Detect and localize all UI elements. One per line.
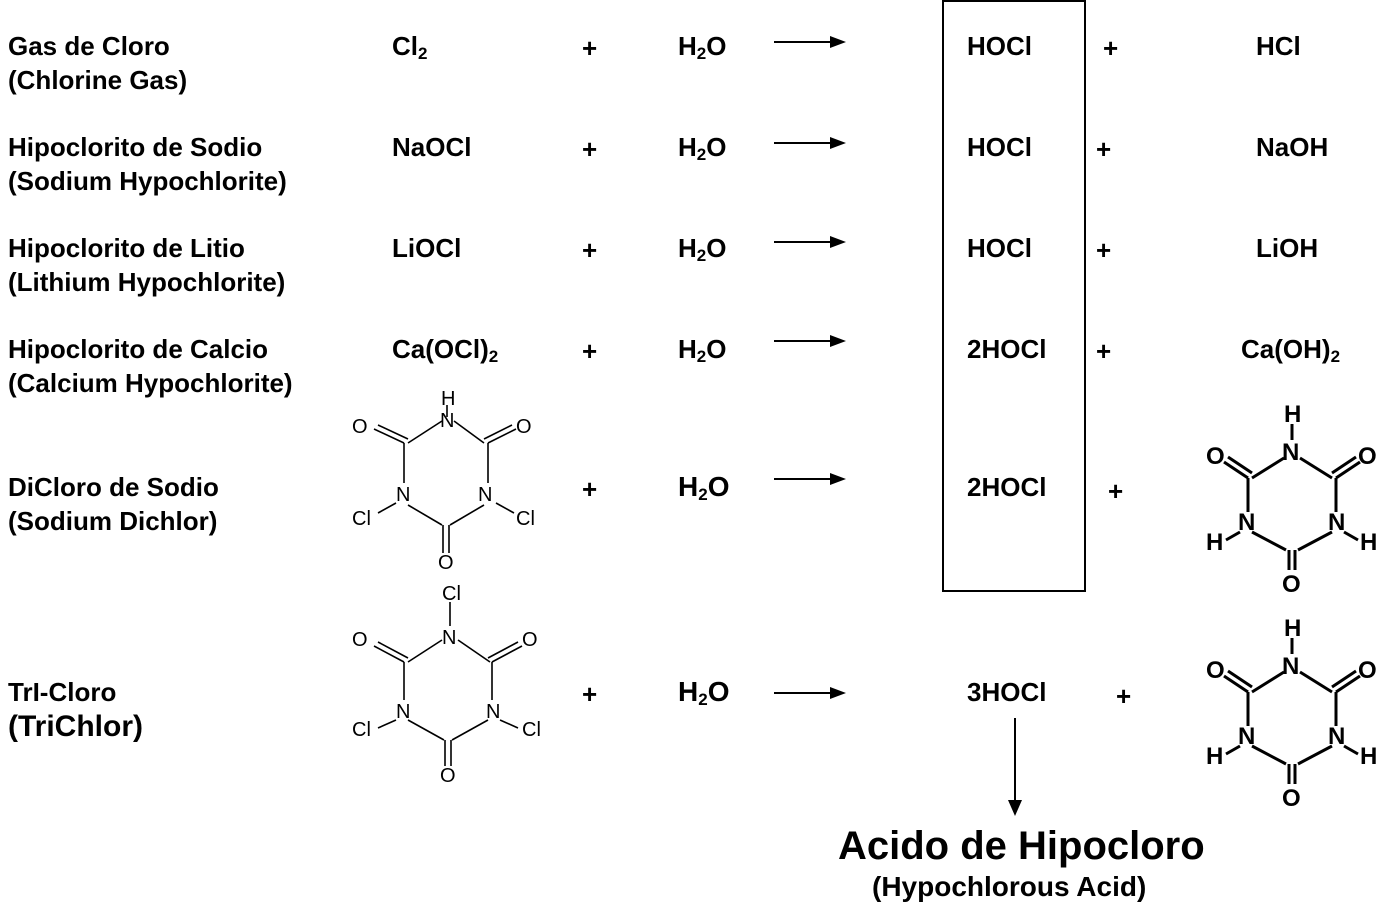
atom-o: O (352, 416, 368, 438)
atom-o: O (1206, 657, 1225, 684)
atom-h: H (1360, 529, 1377, 556)
reaction-5-name-en: (Sodium Dichlor) (8, 506, 218, 536)
atom-cl: Cl (352, 508, 371, 530)
cyanuric-acid-structure: H N O O N N H H O (1206, 401, 1377, 598)
reaction-3-name-en: (Lithium Hypochlorite) (8, 267, 286, 297)
reaction-3-product: HOCl (967, 233, 1032, 263)
water-formula: H2O (678, 676, 730, 709)
reaction-3-name-es: Hipoclorito de Litio (8, 233, 245, 263)
atom-n: N (486, 701, 500, 723)
atom-n: N (1328, 509, 1345, 536)
atom-n: N (1282, 653, 1299, 680)
reaction-4-byproduct: Ca(OH)2 (1241, 334, 1341, 366)
atom-o: O (1206, 443, 1225, 470)
atom-o: O (1282, 571, 1301, 598)
atom-n: N (1328, 723, 1345, 750)
reaction-4-name-es: Hipoclorito de Calcio (8, 334, 269, 364)
plus-sign: + (582, 235, 598, 265)
reaction-arrow-icon (774, 137, 846, 149)
reaction-5-product: 2HOCl (967, 472, 1047, 502)
atom-o: O (516, 416, 532, 438)
result-name-en: (Hypochlorous Acid) (872, 871, 1147, 902)
reaction-arrow-icon (774, 236, 846, 248)
water-formula: H2O (678, 132, 727, 164)
atom-h: H (441, 388, 455, 410)
plus-sign: + (1103, 33, 1119, 63)
atom-n: N (478, 484, 492, 506)
atom-o: O (440, 765, 456, 787)
atom-o: O (522, 629, 538, 651)
reaction-arrow-icon (774, 36, 846, 48)
reaction-4-reactant: Ca(OCl)2 (392, 334, 499, 366)
plus-sign: + (1116, 681, 1132, 711)
atom-o: O (1358, 443, 1377, 470)
reaction-3-reactant: LiOCl (392, 233, 462, 263)
atom-n: N (1238, 723, 1255, 750)
atom-n: N (396, 484, 410, 506)
atom-n: N (1282, 439, 1299, 466)
atom-h: H (1360, 743, 1377, 770)
reaction-arrow-icon (774, 687, 846, 699)
water-formula: H2O (678, 31, 727, 63)
reaction-4-name-en: (Calcium Hypochlorite) (8, 368, 293, 398)
water-formula: H2O (678, 334, 727, 366)
reaction-6-name-en: (TriChlor) (8, 710, 143, 743)
atom-o: O (1282, 785, 1301, 812)
reaction-6-product: 3HOCl (967, 677, 1047, 707)
plus-sign: + (1096, 235, 1112, 265)
reaction-1-byproduct: HCl (1256, 31, 1301, 61)
reaction-4-product: 2HOCl (967, 334, 1047, 364)
atom-cl: Cl (442, 583, 461, 605)
reaction-1-product: HOCl (967, 31, 1032, 61)
reaction-2-name-en: (Sodium Hypochlorite) (8, 166, 287, 196)
reaction-arrow-icon (774, 473, 846, 485)
water-formula: H2O (678, 233, 727, 265)
atom-cl: Cl (522, 719, 541, 741)
reaction-2-byproduct: NaOH (1256, 132, 1329, 162)
reaction-1-name-es: Gas de Cloro (8, 31, 170, 61)
reaction-1-reactant: Cl2 (392, 31, 428, 63)
reaction-1-name-en: (Chlorine Gas) (8, 65, 188, 95)
trichlor-structure: Cl N O O N N Cl Cl O (352, 583, 541, 787)
reaction-arrow-icon (774, 335, 846, 347)
atom-o: O (1358, 657, 1377, 684)
atom-h: H (1284, 615, 1301, 642)
cyanuric-acid-structure: H N O O N N H H O (1206, 615, 1377, 812)
down-arrow-icon (1008, 718, 1022, 816)
plus-sign: + (582, 679, 598, 709)
reaction-2-name-es: Hipoclorito de Sodio (8, 132, 263, 162)
sodium-dichlor-structure: H N O O N N Cl Cl O (352, 388, 535, 574)
atom-cl: Cl (516, 508, 535, 530)
atom-n: N (396, 701, 410, 723)
atom-h: H (1206, 529, 1223, 556)
water-formula: H2O (678, 471, 730, 504)
atom-o: O (352, 629, 368, 651)
reaction-3-byproduct: LiOH (1256, 233, 1319, 263)
reaction-5-name-es: DiCloro de Sodio (8, 472, 219, 502)
hocl-product-box (942, 0, 1086, 592)
reaction-6-name-es: TrI-Cloro (8, 677, 117, 707)
atom-h: H (1206, 743, 1223, 770)
atom-n: N (440, 410, 454, 432)
plus-sign: + (1096, 134, 1112, 164)
atom-cl: Cl (352, 719, 371, 741)
plus-sign: + (582, 134, 598, 164)
plus-sign: + (582, 336, 598, 366)
plus-sign: + (582, 474, 598, 504)
reaction-2-product: HOCl (967, 132, 1032, 162)
plus-sign: + (1108, 476, 1124, 506)
atom-n: N (442, 627, 456, 649)
atom-n: N (1238, 509, 1255, 536)
result-name-es: Acido de Hipocloro (838, 824, 1205, 868)
atom-h: H (1284, 401, 1301, 428)
reaction-2-reactant: NaOCl (392, 132, 472, 162)
plus-sign: + (1096, 336, 1112, 366)
atom-o: O (438, 552, 454, 574)
plus-sign: + (582, 33, 598, 63)
